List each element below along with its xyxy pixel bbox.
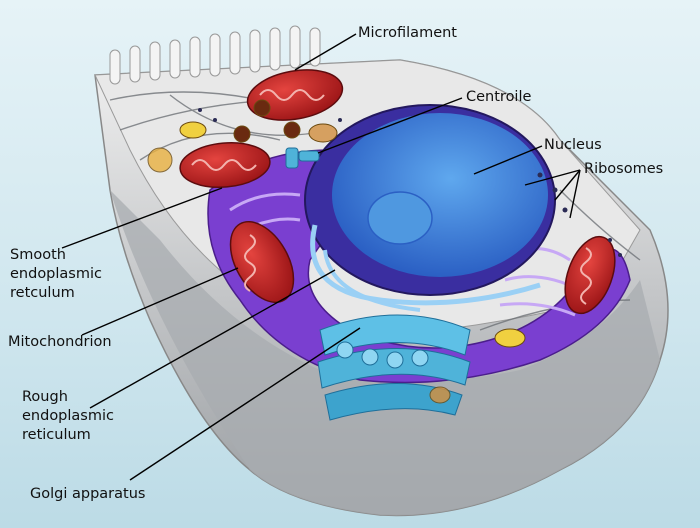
leader-lines bbox=[61, 33, 581, 481]
vesicles bbox=[147, 99, 526, 404]
label-ribosomes: Ribosomes bbox=[584, 161, 664, 177]
label-nucleus: Nucleus bbox=[544, 137, 602, 153]
er-folds bbox=[229, 192, 581, 317]
ribosomes bbox=[198, 108, 622, 257]
label-centroile: Centroile bbox=[466, 89, 532, 105]
label-golgi: Golgi apparatus bbox=[30, 486, 146, 502]
label-rough-er: Rough endoplasmic reticulum bbox=[22, 389, 114, 443]
nucleus bbox=[304, 104, 556, 312]
label-smooth-er: Smooth endoplasmic retculum bbox=[10, 247, 102, 301]
golgi-apparatus bbox=[317, 314, 471, 421]
centriole bbox=[285, 147, 320, 169]
nucleolus bbox=[367, 191, 433, 245]
cell-front-face bbox=[110, 190, 660, 516]
cristae bbox=[191, 89, 592, 305]
label-microfilament: Microfilament bbox=[358, 25, 457, 41]
microvilli bbox=[109, 25, 321, 85]
label-mitochondrion: Mitochondrion bbox=[8, 334, 112, 350]
